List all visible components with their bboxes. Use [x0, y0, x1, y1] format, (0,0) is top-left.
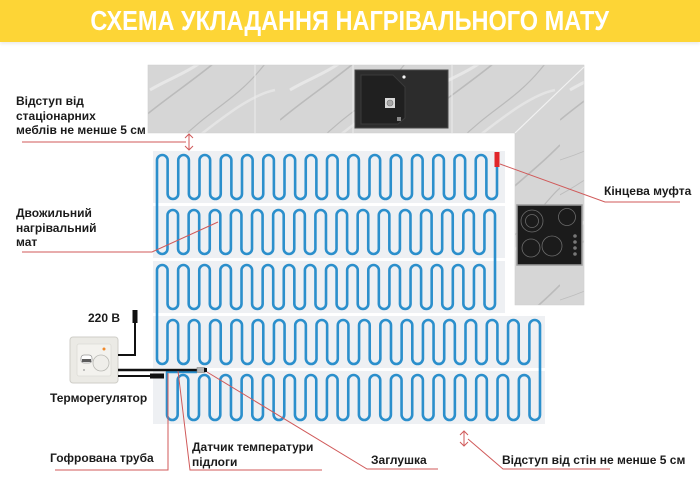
label-line: Датчик температури — [192, 440, 314, 454]
heating-cable — [155, 153, 542, 422]
label-line: стаціонарних — [16, 108, 96, 123]
label-plug: Заглушка — [371, 453, 427, 467]
label-line: Відступ від — [16, 94, 84, 108]
heating-mat — [153, 151, 545, 424]
cold-lead-cable — [118, 367, 207, 373]
double-arrow-icon — [184, 133, 194, 151]
label-voltage: 220 В — [88, 311, 121, 325]
label-line: меблів не менше 5 см — [16, 123, 146, 137]
label-furniture-offset: Відступ від стаціонарних меблів не менше… — [16, 94, 146, 138]
thermostat-icon — [69, 336, 119, 384]
label-end-coupling: Кінцева муфта — [604, 184, 692, 198]
label-line: підлоги — [192, 454, 238, 469]
end-coupling-icon — [494, 152, 500, 167]
label-corrugated-conduit: Гофрована труба — [50, 451, 154, 465]
label-wall-offset: Відступ від стін не менше 5 см — [502, 453, 686, 467]
sink-icon — [354, 69, 449, 129]
label-line: мат — [16, 235, 38, 249]
corrugated-conduit — [118, 373, 164, 379]
page-title: СХЕМА УКЛАДАННЯ НАГРІВАЛЬНОГО МАТУ — [90, 5, 610, 36]
label-line: нагрівальний — [16, 220, 97, 235]
double-arrow-icon — [459, 430, 469, 447]
mat-strip — [153, 151, 505, 203]
cooktop-icon — [516, 204, 583, 266]
label-line: Двожильний — [16, 206, 92, 220]
label-floor-sensor: Датчик температури підлоги — [192, 440, 313, 469]
header-banner: СХЕМА УКЛАДАННЯ НАГРІВАЛЬНОГО МАТУ — [0, 0, 700, 42]
label-thermostat: Терморегулятор — [50, 391, 148, 405]
annotation-lines — [22, 133, 680, 471]
mat-strip — [153, 206, 505, 258]
countertop — [147, 64, 585, 306]
power-cable — [118, 310, 138, 356]
mat-strip — [153, 261, 505, 313]
label-heating-mat: Двожильний нагрівальний мат — [16, 206, 96, 250]
